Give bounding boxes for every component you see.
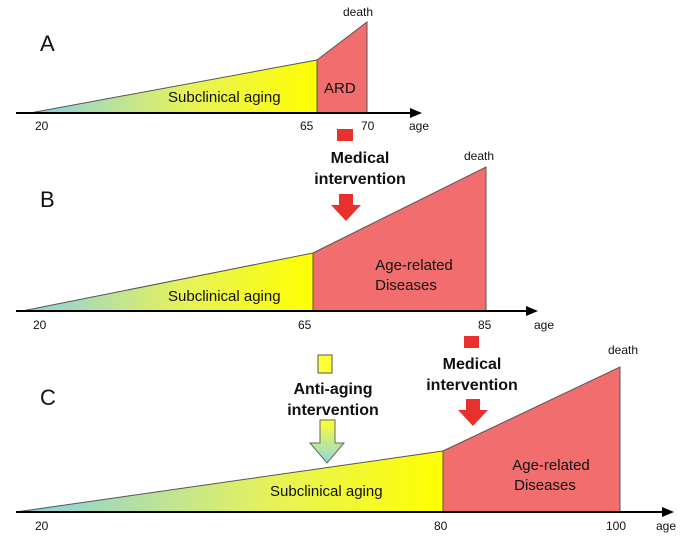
axis-arrowhead (410, 108, 422, 118)
subclinical-aging-region (15, 450, 444, 513)
disease-label-line: Diseases (375, 277, 437, 294)
disease-region (316, 20, 368, 114)
anti-aging-intervention: Anti-aging intervention (287, 354, 379, 464)
intervention-label-line: intervention (287, 402, 379, 419)
subclinical-aging-label: Subclinical aging (168, 288, 281, 305)
intervention-label-line: Medical (331, 150, 390, 167)
tick-label: 65 (298, 318, 312, 332)
panel-letter: B (40, 187, 55, 212)
panel-a: A Subclinical aging ARD death 20 65 70 a… (16, 5, 429, 133)
axis-label: age (534, 318, 554, 332)
intervention-label-line: intervention (426, 377, 518, 394)
disease-label-line: Age-related (512, 457, 590, 474)
disease-label: ARD (324, 80, 356, 97)
medical-arrow-stem (464, 336, 479, 348)
anti-aging-arrow-icon (308, 419, 346, 464)
axis-arrowhead (662, 507, 674, 517)
tick-label: 85 (478, 318, 492, 332)
panel-letter: C (40, 385, 56, 410)
tick-label: 80 (434, 519, 448, 533)
anti-aging-arrow-stem (317, 354, 333, 374)
tick-label: 100 (606, 519, 626, 533)
disease-label-line: Age-related (375, 257, 453, 274)
disease-label-line: Diseases (514, 477, 576, 494)
panel-b: B Subclinical aging Age-related Diseases… (16, 149, 554, 332)
death-label: death (608, 343, 638, 357)
tick-label: 70 (361, 119, 375, 133)
intervention-label-line: intervention (314, 171, 406, 188)
axis-label: age (656, 519, 676, 533)
tick-label: 65 (300, 119, 314, 133)
medical-arrow-icon (458, 399, 488, 426)
panel-c: C Subclinical aging Age-related Diseases… (15, 343, 676, 533)
panel-letter: A (40, 31, 55, 56)
axis-label: age (409, 119, 429, 133)
death-label: death (343, 5, 373, 19)
intervention-label-line: Medical (443, 356, 502, 373)
subclinical-aging-label: Subclinical aging (270, 483, 383, 500)
subclinical-aging-label: Subclinical aging (168, 89, 281, 106)
intervention-label-line: Anti-aging (293, 381, 372, 398)
medical-arrow-stem (337, 129, 353, 141)
axis-arrowhead (526, 306, 538, 316)
medical-intervention-1: Medical intervention (314, 129, 406, 221)
death-label: death (464, 149, 494, 163)
medical-intervention-2: Medical intervention (426, 336, 518, 426)
tick-label: 20 (33, 318, 47, 332)
tick-label: 20 (35, 119, 49, 133)
medical-arrow-icon (331, 194, 361, 221)
tick-label: 20 (35, 519, 49, 533)
